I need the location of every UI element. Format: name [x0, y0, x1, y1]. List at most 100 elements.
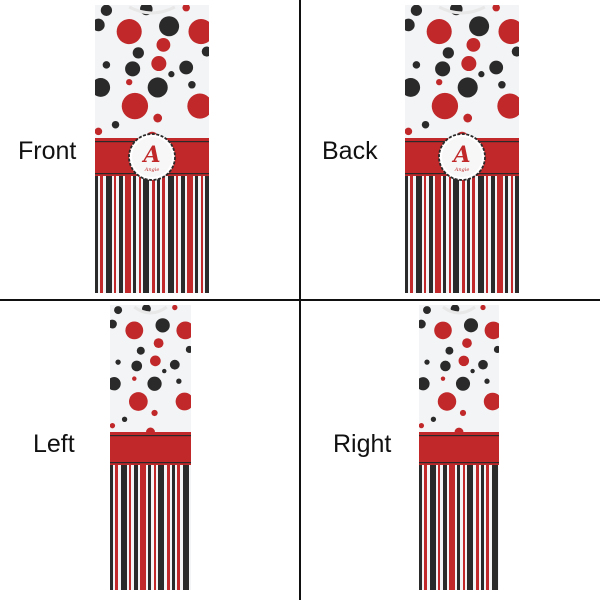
polka-dot	[95, 18, 105, 32]
polka-dot	[463, 113, 473, 123]
stripe	[187, 176, 194, 293]
bag-body	[95, 5, 209, 293]
polka-dot	[188, 81, 196, 89]
polka-dot	[419, 319, 426, 329]
polka-dot	[457, 77, 478, 98]
stripe	[473, 465, 477, 590]
polka-dot	[484, 378, 490, 384]
polka-dot	[150, 355, 161, 367]
monogram-letter: A	[451, 142, 470, 168]
polka-dot	[463, 318, 479, 333]
polka-dot	[168, 71, 175, 78]
stripe	[449, 465, 456, 590]
polka-dot	[121, 92, 149, 120]
bag-handle	[128, 5, 176, 15]
polka-dot	[412, 61, 421, 69]
polka-dot	[132, 47, 144, 59]
stripe	[470, 176, 473, 293]
stripe	[157, 176, 161, 293]
stripe	[134, 465, 139, 590]
stripe	[158, 465, 165, 590]
stripe	[422, 176, 425, 293]
stripe	[438, 465, 441, 590]
stripe	[115, 465, 119, 590]
bag-body	[419, 305, 499, 590]
polka-dot	[497, 93, 519, 119]
polka-dot	[470, 368, 475, 374]
stripe	[201, 176, 204, 293]
polka-dot	[175, 392, 191, 411]
stripe	[131, 465, 135, 590]
stripe	[453, 176, 460, 293]
stripe	[447, 465, 450, 590]
polka-dot	[511, 46, 519, 57]
polka-dot	[423, 306, 431, 315]
bag-left-image	[110, 305, 191, 590]
stripe	[175, 465, 178, 590]
stripe	[505, 176, 509, 293]
monogram-letter: A	[141, 142, 160, 168]
polka-dot	[116, 19, 142, 45]
stripe	[443, 176, 447, 293]
polka-dot	[176, 378, 182, 384]
polka-dot	[469, 16, 490, 37]
stripe	[114, 176, 117, 293]
polka-dot	[459, 409, 467, 417]
bag-body	[405, 5, 519, 293]
polka-dot	[424, 359, 430, 365]
polka-dot	[95, 78, 111, 97]
polka-dot	[489, 60, 504, 75]
stripe	[443, 465, 448, 590]
stripe	[422, 465, 425, 590]
stripe	[465, 465, 468, 590]
horizontal-divider	[0, 299, 600, 301]
stripe	[440, 465, 444, 590]
polka-dot	[478, 359, 488, 370]
band-line-top	[110, 435, 191, 437]
stripe	[435, 176, 442, 293]
red-band	[110, 432, 191, 465]
stripe	[98, 176, 101, 293]
stripe	[113, 465, 116, 590]
view-label-front: Front	[18, 137, 77, 165]
stripe	[129, 465, 132, 590]
polka-dot	[182, 5, 190, 12]
stripe	[446, 176, 450, 293]
stripe	[170, 465, 173, 590]
polka-dot	[110, 319, 117, 329]
stripe	[160, 176, 163, 293]
polka-dot	[434, 321, 452, 340]
polka-dot	[419, 423, 425, 429]
stripe	[174, 176, 177, 293]
stripe	[100, 176, 104, 293]
stripe	[489, 465, 493, 590]
stripe	[189, 465, 191, 590]
stripe	[441, 176, 444, 293]
stripe	[172, 465, 176, 590]
stripe	[508, 176, 512, 293]
stripe	[416, 176, 423, 293]
polka-dot	[115, 359, 121, 365]
polka-dot	[110, 422, 116, 429]
stripe	[484, 465, 487, 590]
stripe	[486, 465, 490, 590]
polka-dot	[110, 377, 121, 391]
stripe	[463, 465, 466, 590]
polka-dot	[131, 360, 143, 372]
polka-dot	[188, 19, 209, 45]
stripe	[465, 176, 468, 293]
polka-dot	[111, 120, 120, 129]
stripe	[146, 465, 149, 590]
stripe	[424, 465, 428, 590]
stripe	[119, 176, 124, 293]
polka-dot	[185, 345, 191, 354]
stripe	[515, 176, 519, 293]
polka-dot	[405, 127, 413, 136]
stripe	[176, 176, 179, 293]
stripe	[133, 176, 137, 293]
polka-dot	[100, 5, 113, 16]
stripe	[498, 465, 499, 590]
polka-dot	[95, 127, 103, 136]
stripe	[497, 176, 504, 293]
stripe	[476, 465, 480, 590]
